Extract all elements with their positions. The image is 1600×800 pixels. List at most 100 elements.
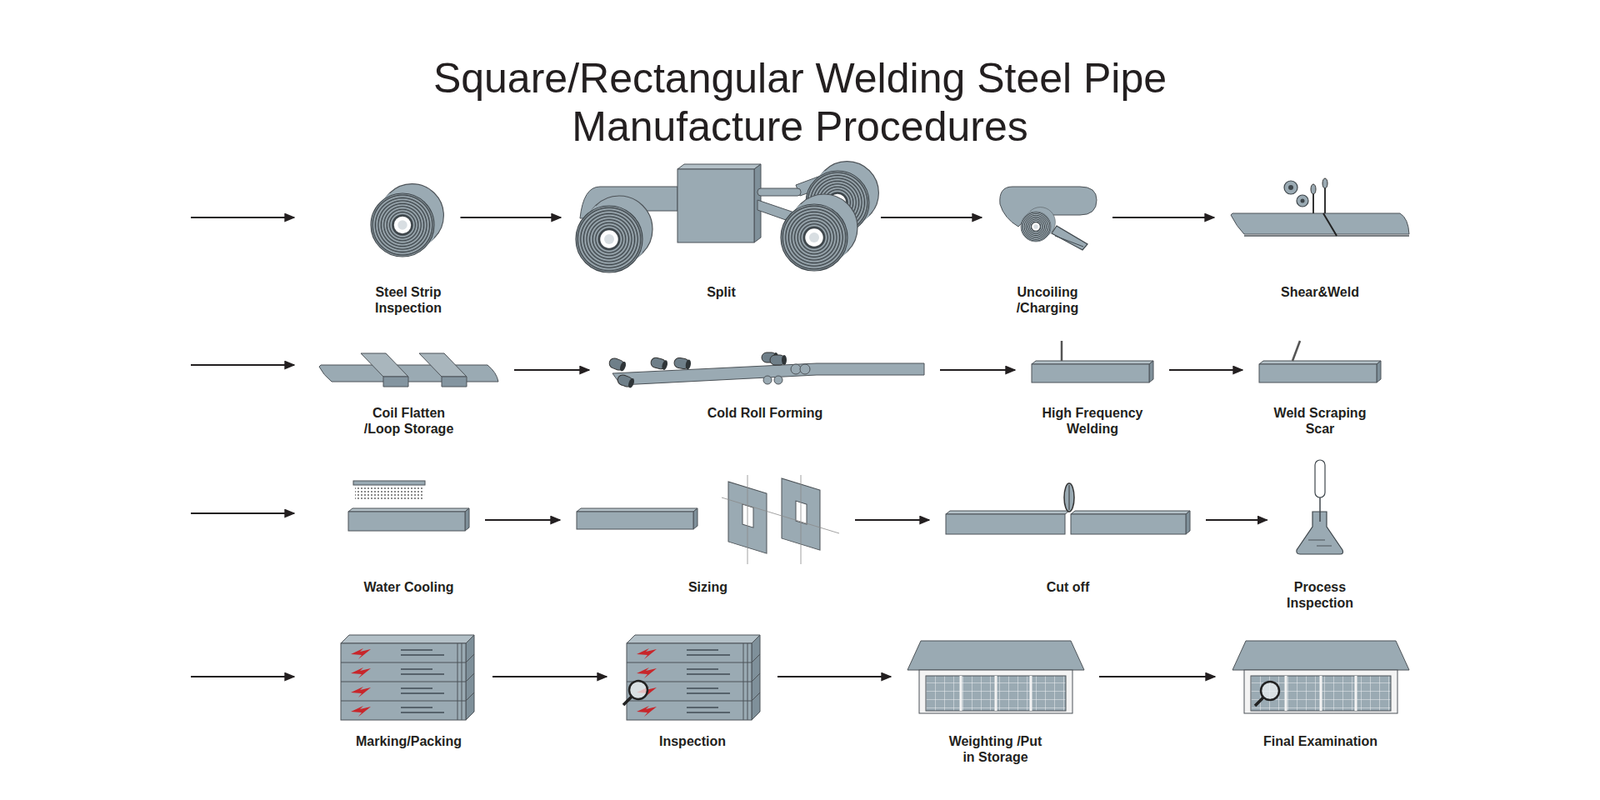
step-label: Split [704, 284, 739, 300]
hf-welder [1060, 340, 1064, 361]
sizing-plates [721, 475, 840, 565]
shear-weld [1296, 195, 1309, 207]
sizing-plates [576, 508, 698, 512]
strip-coil [370, 184, 444, 257]
step-label: Weighting /Put in Storage [946, 733, 1045, 765]
process-step: Shear&Weld [1230, 179, 1410, 300]
warehouse [907, 640, 1085, 714]
warehouse [907, 640, 1085, 714]
flow-arrow [1099, 675, 1215, 678]
pipe-bundle [340, 635, 475, 720]
sizing-plates [742, 504, 754, 528]
roll-former [607, 356, 627, 372]
split-machine [757, 188, 801, 196]
cutter [1070, 510, 1190, 515]
process-step: Sizing [576, 475, 840, 595]
weld-scraper [1376, 360, 1381, 383]
process-step: Weighting /Put in Storage [907, 640, 1084, 765]
roll-former [774, 375, 783, 385]
lead-arrows [190, 364, 295, 366]
cutter [1185, 510, 1190, 535]
water-spray [348, 480, 470, 531]
split-machine [575, 161, 879, 273]
step-label: Sizing [685, 579, 731, 595]
flow-arrow [940, 369, 1015, 371]
step-label: Uncoiling /Charging [1014, 284, 1082, 316]
hf-welder [1031, 364, 1150, 383]
roll-former [673, 357, 692, 370]
strip-coil [370, 184, 444, 257]
cutter [1070, 514, 1186, 535]
flow-arrow [485, 519, 560, 521]
warehouse-inspection [1255, 681, 1280, 706]
step-label: High Frequency Welding [1040, 405, 1146, 437]
process-step: Split [577, 163, 865, 300]
weld-scraper [1259, 360, 1381, 365]
hf-welder [1031, 340, 1154, 383]
flatten-rails [319, 353, 499, 387]
process-step: Coil Flatten /Loop Storage [319, 350, 499, 437]
flow-arrow [855, 519, 930, 521]
flow-arrow [1112, 216, 1215, 219]
shear-weld [1230, 178, 1410, 236]
warehouse-inspection [1232, 640, 1410, 714]
weld-scraper [1292, 340, 1300, 361]
step-label: Coil Flatten /Loop Storage [361, 405, 457, 437]
roll-former [763, 375, 772, 385]
shear-weld [1323, 213, 1337, 236]
process-step: Final Examination [1231, 640, 1410, 750]
water-spray [355, 487, 424, 500]
split-machine [677, 169, 755, 243]
process-step: Cut off [945, 481, 1190, 595]
lead-arrows [190, 216, 295, 219]
flatten-rails [419, 353, 467, 377]
cutter [1069, 485, 1070, 510]
process-step: High Frequency Welding [1031, 340, 1154, 437]
flow-arrow [777, 675, 891, 678]
process-step: Weld Scraping Scar [1259, 340, 1381, 437]
bundle-inspection [623, 680, 648, 705]
process-step: Uncoiling /Charging [998, 186, 1097, 316]
flow-arrow [880, 216, 982, 219]
weld-scraper [1259, 364, 1377, 383]
process-step: Process Inspection [1284, 460, 1357, 611]
weld-scraper [1259, 340, 1381, 383]
uncoiler [1020, 207, 1055, 242]
shear-weld [1230, 213, 1410, 235]
uncoiler [1055, 235, 1084, 247]
flow-arrow [1169, 369, 1243, 371]
roll-former [770, 355, 787, 365]
shear-weld [1284, 180, 1298, 195]
pipe-bundle [340, 635, 475, 720]
sizing-plates [576, 475, 840, 565]
lab-flask [1308, 540, 1332, 546]
warehouse-inspection [1232, 640, 1410, 714]
flatten-rails [441, 376, 467, 387]
water-spray [465, 508, 470, 531]
cutter [945, 510, 1070, 515]
water-spray [353, 480, 425, 485]
sizing-plates [576, 511, 694, 530]
step-label: Inspection [656, 733, 730, 750]
flow-arrow [492, 675, 607, 678]
split-machine [575, 195, 653, 273]
flow-arrow [1205, 519, 1268, 521]
flatten-rails [360, 353, 409, 377]
roll-former [800, 364, 810, 375]
bundle-inspection [626, 635, 760, 720]
step-label: Weld Scraping Scar [1271, 405, 1370, 437]
lab-flask [1319, 495, 1321, 522]
step-label: Water Cooling [361, 579, 457, 595]
process-step: Cold Roll Forming [605, 350, 925, 421]
step-label: Process Inspection [1284, 579, 1357, 611]
step-label: Cut off [1044, 579, 1093, 595]
shear-weld [1322, 178, 1328, 189]
lead-arrows [190, 512, 295, 515]
step-label: Shear&Weld [1278, 284, 1362, 300]
lead-arrows [190, 217, 295, 677]
cutter [1064, 483, 1075, 512]
cutter [945, 514, 1065, 535]
roll-former [615, 373, 635, 389]
process-step: Inspection [623, 635, 762, 750]
